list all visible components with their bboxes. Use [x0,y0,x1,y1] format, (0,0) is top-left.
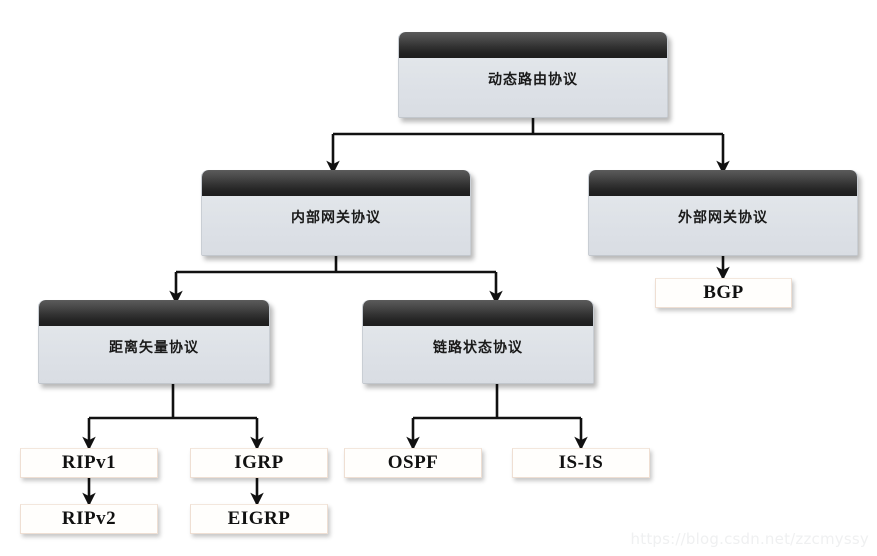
leaf-eigrp[interactable]: EIGRP [190,504,328,534]
node-label: 动态路由协议 [488,72,578,88]
node-body: 动态路由协议 [399,58,667,117]
leaf-label: OSPF [387,452,439,473]
node-body: 内部网关协议 [202,196,470,255]
node-link-state-protocol[interactable]: 链路状态协议 [362,300,594,384]
node-label: 距离矢量协议 [109,340,199,356]
node-body: 链路状态协议 [363,326,593,383]
leaf-label: BGP [703,282,744,303]
node-label: 内部网关协议 [291,210,381,226]
node-label: 链路状态协议 [433,340,523,356]
node-distance-vector-protocol[interactable]: 距离矢量协议 [38,300,270,384]
node-body: 外部网关协议 [589,196,857,255]
leaf-label: EIGRP [227,508,291,529]
leaf-isis[interactable]: IS-IS [512,448,650,478]
node-cap [363,300,593,326]
node-dynamic-routing-protocol[interactable]: 动态路由协议 [398,32,668,118]
node-exterior-gateway-protocol[interactable]: 外部网关协议 [588,170,858,256]
leaf-bgp[interactable]: BGP [655,278,792,308]
node-cap [39,300,269,326]
node-body: 距离矢量协议 [39,326,269,383]
watermark-text: https://blog.csdn.net/zzcmyssy [630,530,869,548]
leaf-igrp[interactable]: IGRP [190,448,328,478]
leaf-ripv1[interactable]: RIPv1 [20,448,158,478]
node-label: 外部网关协议 [678,210,768,226]
leaf-label: RIPv1 [61,452,117,473]
node-cap [589,170,857,196]
leaf-ripv2[interactable]: RIPv2 [20,504,158,534]
leaf-label: IGRP [234,452,284,473]
node-cap [202,170,470,196]
node-cap [399,32,667,58]
leaf-label: IS-IS [558,452,604,473]
node-interior-gateway-protocol[interactable]: 内部网关协议 [201,170,471,256]
leaf-ospf[interactable]: OSPF [344,448,482,478]
leaf-label: RIPv2 [61,508,117,529]
